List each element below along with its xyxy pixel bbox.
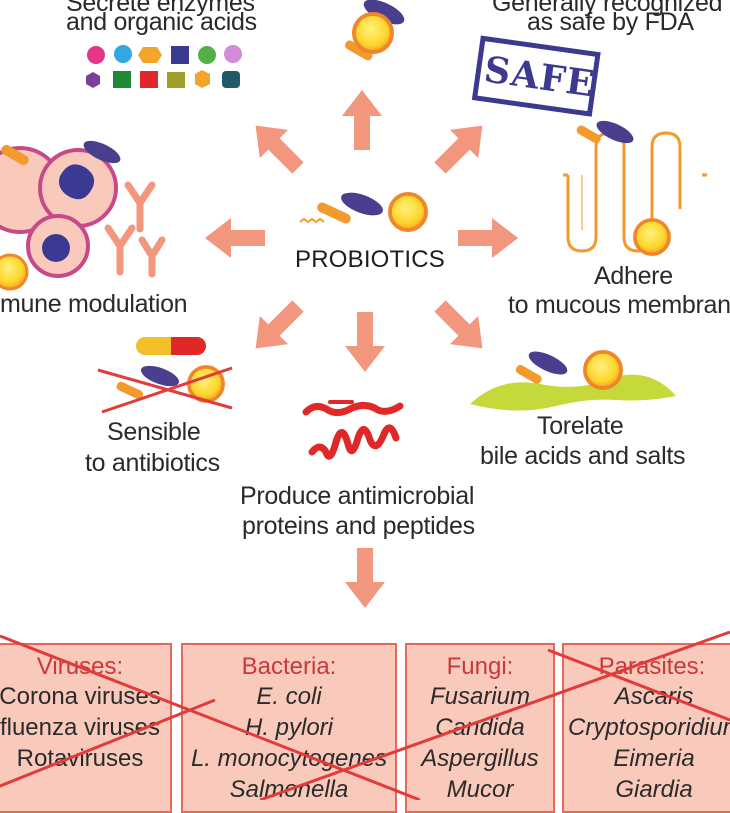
bacteria-item: L. monocytogenes <box>190 745 388 772</box>
label-adhere-line1: Adhere <box>594 262 673 290</box>
bacteria-title: Bacteria: <box>241 653 337 680</box>
bacteria-item: E. coli <box>256 683 322 710</box>
arrow-down-right <box>425 291 497 363</box>
parasites-title: Parasites: <box>598 653 706 680</box>
fungi-item: Mucor <box>446 776 514 803</box>
top-bacteria-icon <box>344 0 405 61</box>
label-bile-line2: bile acids and salts <box>480 442 686 470</box>
parasite-item: Eimeria <box>613 745 695 772</box>
arrow-down <box>345 312 385 372</box>
arrow-left <box>205 218 265 258</box>
viruses-title: Viruses: <box>36 653 124 680</box>
enzymes-shapes-icon <box>86 45 242 88</box>
label-adhere-line2: to mucous membran <box>508 291 730 319</box>
bile-acids-icon <box>470 350 676 411</box>
arrow-up-left <box>241 111 313 183</box>
label-antibiotics-line2: to antibiotics <box>85 449 220 477</box>
antibiotic-capsule-icon <box>97 337 233 414</box>
label-enzymes-line2: and organic acids <box>66 8 257 36</box>
arrow-to-pathogens <box>345 548 385 608</box>
mucous-membrane-icon <box>563 120 707 256</box>
label-enzymes-line1: Secrete enzymes <box>66 0 255 17</box>
fungi-title: Fungi: <box>446 653 514 680</box>
pathogen-box-parasites: Parasites: Ascaris Cryptosporidium Eimer… <box>562 643 730 813</box>
fungi-item: Aspergillus <box>421 745 539 772</box>
antimicrobial-peptides-icon <box>302 400 404 460</box>
label-immune: mune modulation <box>0 290 188 318</box>
fungi-item: Candida <box>435 714 525 741</box>
arrow-down-left <box>241 291 313 363</box>
label-fda-line1: Generally recognized <box>492 0 723 17</box>
bacteria-item: Salmonella <box>229 776 349 803</box>
virus-item: Rotaviruses <box>16 745 144 772</box>
center-bacteria-icon <box>299 192 428 232</box>
bacteria-item: H. pylori <box>244 714 334 741</box>
label-antimicrobial-line2: proteins and peptides <box>242 512 475 540</box>
arrow-up-right <box>425 111 497 183</box>
virus-item: fluenza viruses <box>0 714 161 741</box>
label-fda-line2: as safe by FDA <box>527 8 694 36</box>
center-label: PROBIOTICS <box>295 246 446 273</box>
arrow-up <box>342 90 382 150</box>
pathogen-box-viruses: Viruses: Corona viruses fluenza viruses … <box>0 643 172 813</box>
label-bile-line1: Torelate <box>537 412 624 440</box>
safe-stamp-icon <box>471 35 601 117</box>
parasite-item: Giardia <box>615 776 693 803</box>
parasite-item: Ascaris <box>614 683 694 710</box>
arrow-right <box>458 218 518 258</box>
virus-item: Corona viruses <box>0 683 161 710</box>
pathogen-box-bacteria: Bacteria: E. coli H. pylori L. monocytog… <box>181 643 397 813</box>
label-antibiotics-line1: Sensible <box>107 418 201 446</box>
label-antimicrobial-line1: Produce antimicrobial <box>240 482 475 510</box>
parasite-item: Cryptosporidium <box>568 714 730 741</box>
immune-cells-icon <box>0 140 166 291</box>
fungi-item: Fusarium <box>429 683 531 710</box>
pathogen-box-fungi: Fungi: Fusarium Candida Aspergillus Muco… <box>405 643 555 813</box>
